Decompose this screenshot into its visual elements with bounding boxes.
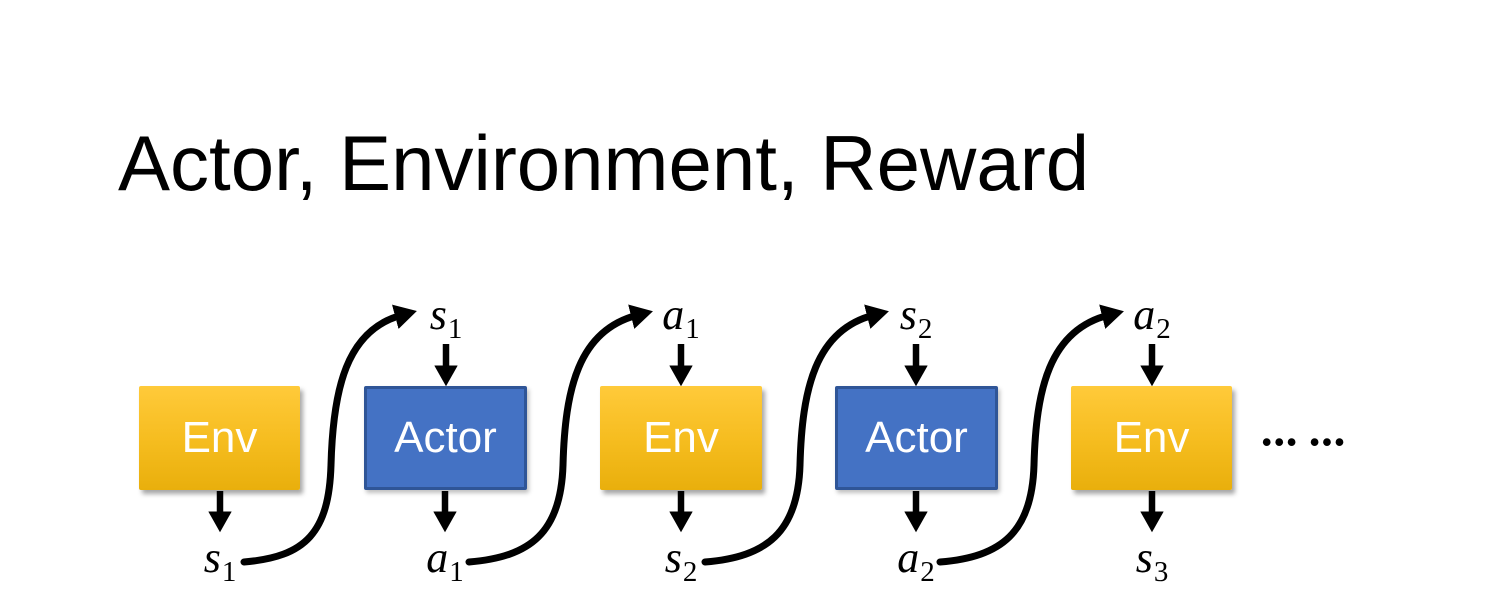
bottom-label-s3: s3 [1092, 533, 1212, 587]
env-box-1: Env [139, 386, 300, 490]
curved-arrow-4 [936, 304, 1124, 566]
top-label-s1: s1 [386, 290, 506, 344]
slide-title: Actor, Environment, Reward [118, 119, 1090, 207]
curved-arrow-3 [701, 304, 889, 566]
bottom-label-a1-sub: 1 [449, 556, 464, 588]
bottom-label-a2: a2 [856, 533, 976, 587]
bottom-label-a2-sub: 2 [920, 556, 935, 588]
top-label-s2-base: s [899, 290, 917, 339]
bottom-label-a1-base: a [426, 533, 449, 582]
actor-box-1: Actor [364, 386, 527, 490]
top-label-s2-sub: 2 [917, 313, 933, 345]
bottom-label-s1-base: s [203, 533, 221, 582]
top-label-a2: a2 [1092, 290, 1212, 344]
top-label-s1-sub: 1 [447, 313, 463, 345]
top-label-a2-base: a [1133, 290, 1156, 339]
top-label-a1-sub: 1 [685, 313, 700, 345]
top-label-a2-sub: 2 [1156, 313, 1171, 345]
bottom-label-s3-sub: 3 [1153, 556, 1169, 588]
bottom-label-s2-sub: 2 [682, 556, 698, 588]
bottom-label-s2-base: s [664, 533, 682, 582]
actor-box-2: Actor [835, 386, 998, 490]
continuation-ellipsis: ••• ••• [1262, 427, 1348, 457]
env-box-3: Env [1071, 386, 1232, 490]
bottom-label-a2-base: a [897, 533, 920, 582]
curved-arrow-1 [240, 304, 417, 566]
top-label-a1-base: a [662, 290, 685, 339]
top-label-s1-base: s [429, 290, 447, 339]
env-box-2: Env [600, 386, 762, 490]
bottom-label-s1-sub: 1 [221, 556, 237, 588]
top-label-a1: a1 [621, 290, 741, 344]
bottom-label-s2: s2 [621, 533, 741, 587]
bottom-label-s1: s1 [160, 533, 280, 587]
bottom-label-a1: a1 [385, 533, 505, 587]
curved-arrow-2 [465, 304, 653, 566]
top-label-s2: s2 [856, 290, 976, 344]
bottom-label-s3-base: s [1135, 533, 1153, 582]
